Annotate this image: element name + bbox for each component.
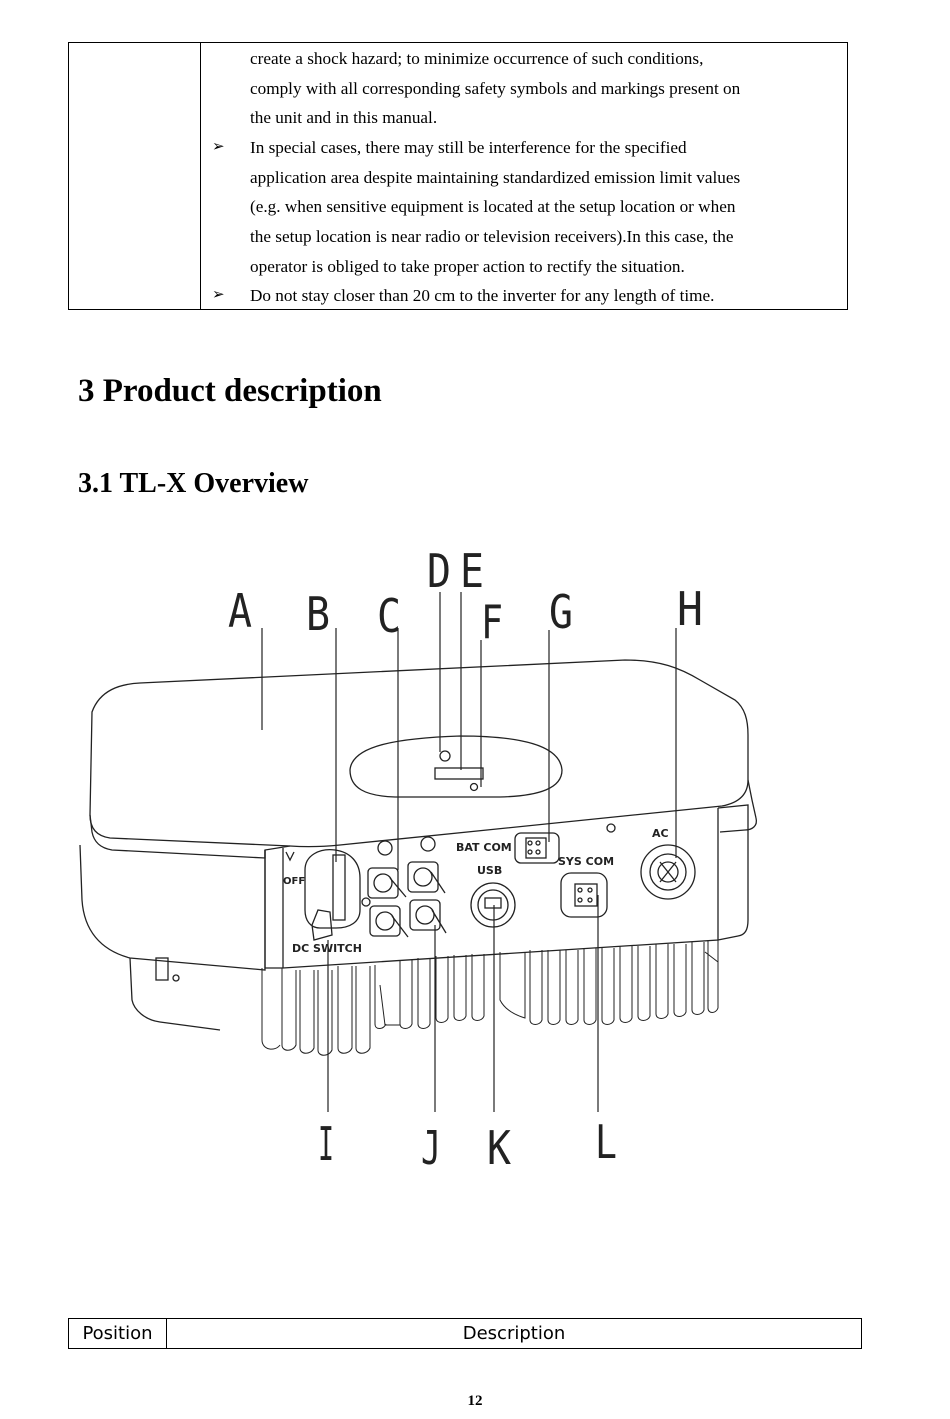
- callout-g: G: [549, 585, 573, 639]
- off-label: OFF: [283, 876, 305, 887]
- safety-table: create a shock hazard; to minimize occur…: [68, 42, 848, 310]
- safety-paragraph: Do not stay closer than 20 cm to the inv…: [250, 281, 837, 311]
- bullet-arrow-icon: ➢: [212, 287, 225, 303]
- callout-b: B: [306, 587, 330, 641]
- callout-a: A: [228, 584, 252, 638]
- callout-l: L: [595, 1115, 617, 1169]
- section-title: 3 Product description: [78, 373, 382, 409]
- callout-e: E: [460, 544, 484, 598]
- dc-switch-label: DC SWITCH: [292, 942, 362, 955]
- inverter-drawing: DC SWITCH OFF USB BAT COM SYS COM AC: [79, 544, 758, 1175]
- usb-label: USB: [477, 864, 502, 877]
- callout-c: C: [377, 589, 401, 643]
- text-line: create a shock hazard; to minimize occur…: [250, 49, 704, 68]
- bat-com-label: BAT COM: [456, 841, 512, 854]
- inverter-cover: [89, 659, 749, 848]
- position-header: Position: [69, 1319, 167, 1348]
- callout-j: J: [421, 1121, 441, 1175]
- heat-sink: [261, 940, 719, 1056]
- callout-i: I: [318, 1117, 334, 1171]
- bat-com-port: [514, 832, 560, 864]
- page-number: 12: [467, 1393, 483, 1409]
- usb-port: [470, 882, 516, 928]
- display-window: [349, 735, 563, 798]
- button-icon: [439, 750, 451, 762]
- sys-com-label: SYS COM: [558, 855, 614, 868]
- ac-label: AC: [652, 827, 669, 840]
- callout-k: K: [487, 1121, 511, 1175]
- text-line: (e.g. when sensitive equipment is locate…: [250, 197, 736, 217]
- safety-table-left-cell: [69, 43, 201, 309]
- text-line: operator is obliged to take proper actio…: [250, 256, 685, 276]
- text-line: the setup location is near radio or tele…: [250, 227, 734, 247]
- bullet-arrow-icon: ➢: [212, 139, 225, 155]
- safety-paragraph: In special cases, there may still be int…: [250, 133, 837, 282]
- pv-connector: [409, 899, 441, 931]
- pv-connector: [369, 905, 401, 937]
- text-line: the unit and in this manual.: [250, 108, 438, 128]
- dc-switch: [304, 849, 361, 929]
- callout-leaders: [261, 592, 677, 1112]
- callout-d: D: [427, 544, 451, 598]
- inverter-body: [79, 844, 266, 971]
- led-indicator: [434, 767, 484, 780]
- touch-key-icon: [469, 782, 479, 792]
- position-table: Position Description: [68, 1318, 862, 1349]
- description-header: Description: [462, 1323, 566, 1344]
- text-line: application area despite maintaining sta…: [250, 167, 741, 187]
- pv-connector: [367, 867, 399, 899]
- callout-letters: A B C D E F G H I J K L: [228, 544, 703, 1175]
- subsection-title: 3.1 TL-X Overview: [78, 468, 309, 499]
- safety-table-right-cell: create a shock hazard; to minimize occur…: [201, 43, 847, 309]
- text-line: Do not stay closer than 20 cm to the inv…: [250, 286, 715, 305]
- callout-h: H: [677, 582, 703, 636]
- inverter-overview-figure: DC SWITCH OFF USB BAT COM SYS COM AC: [0, 530, 950, 1190]
- sys-com-port: [560, 872, 608, 918]
- safety-paragraph: create a shock hazard; to minimize occur…: [250, 44, 837, 133]
- callout-f: F: [481, 595, 503, 649]
- text-line: comply with all corresponding safety sym…: [250, 78, 741, 98]
- ac-port: [640, 844, 696, 900]
- pv-connector: [407, 861, 439, 893]
- text-line: In special cases, there may still be int…: [250, 138, 687, 157]
